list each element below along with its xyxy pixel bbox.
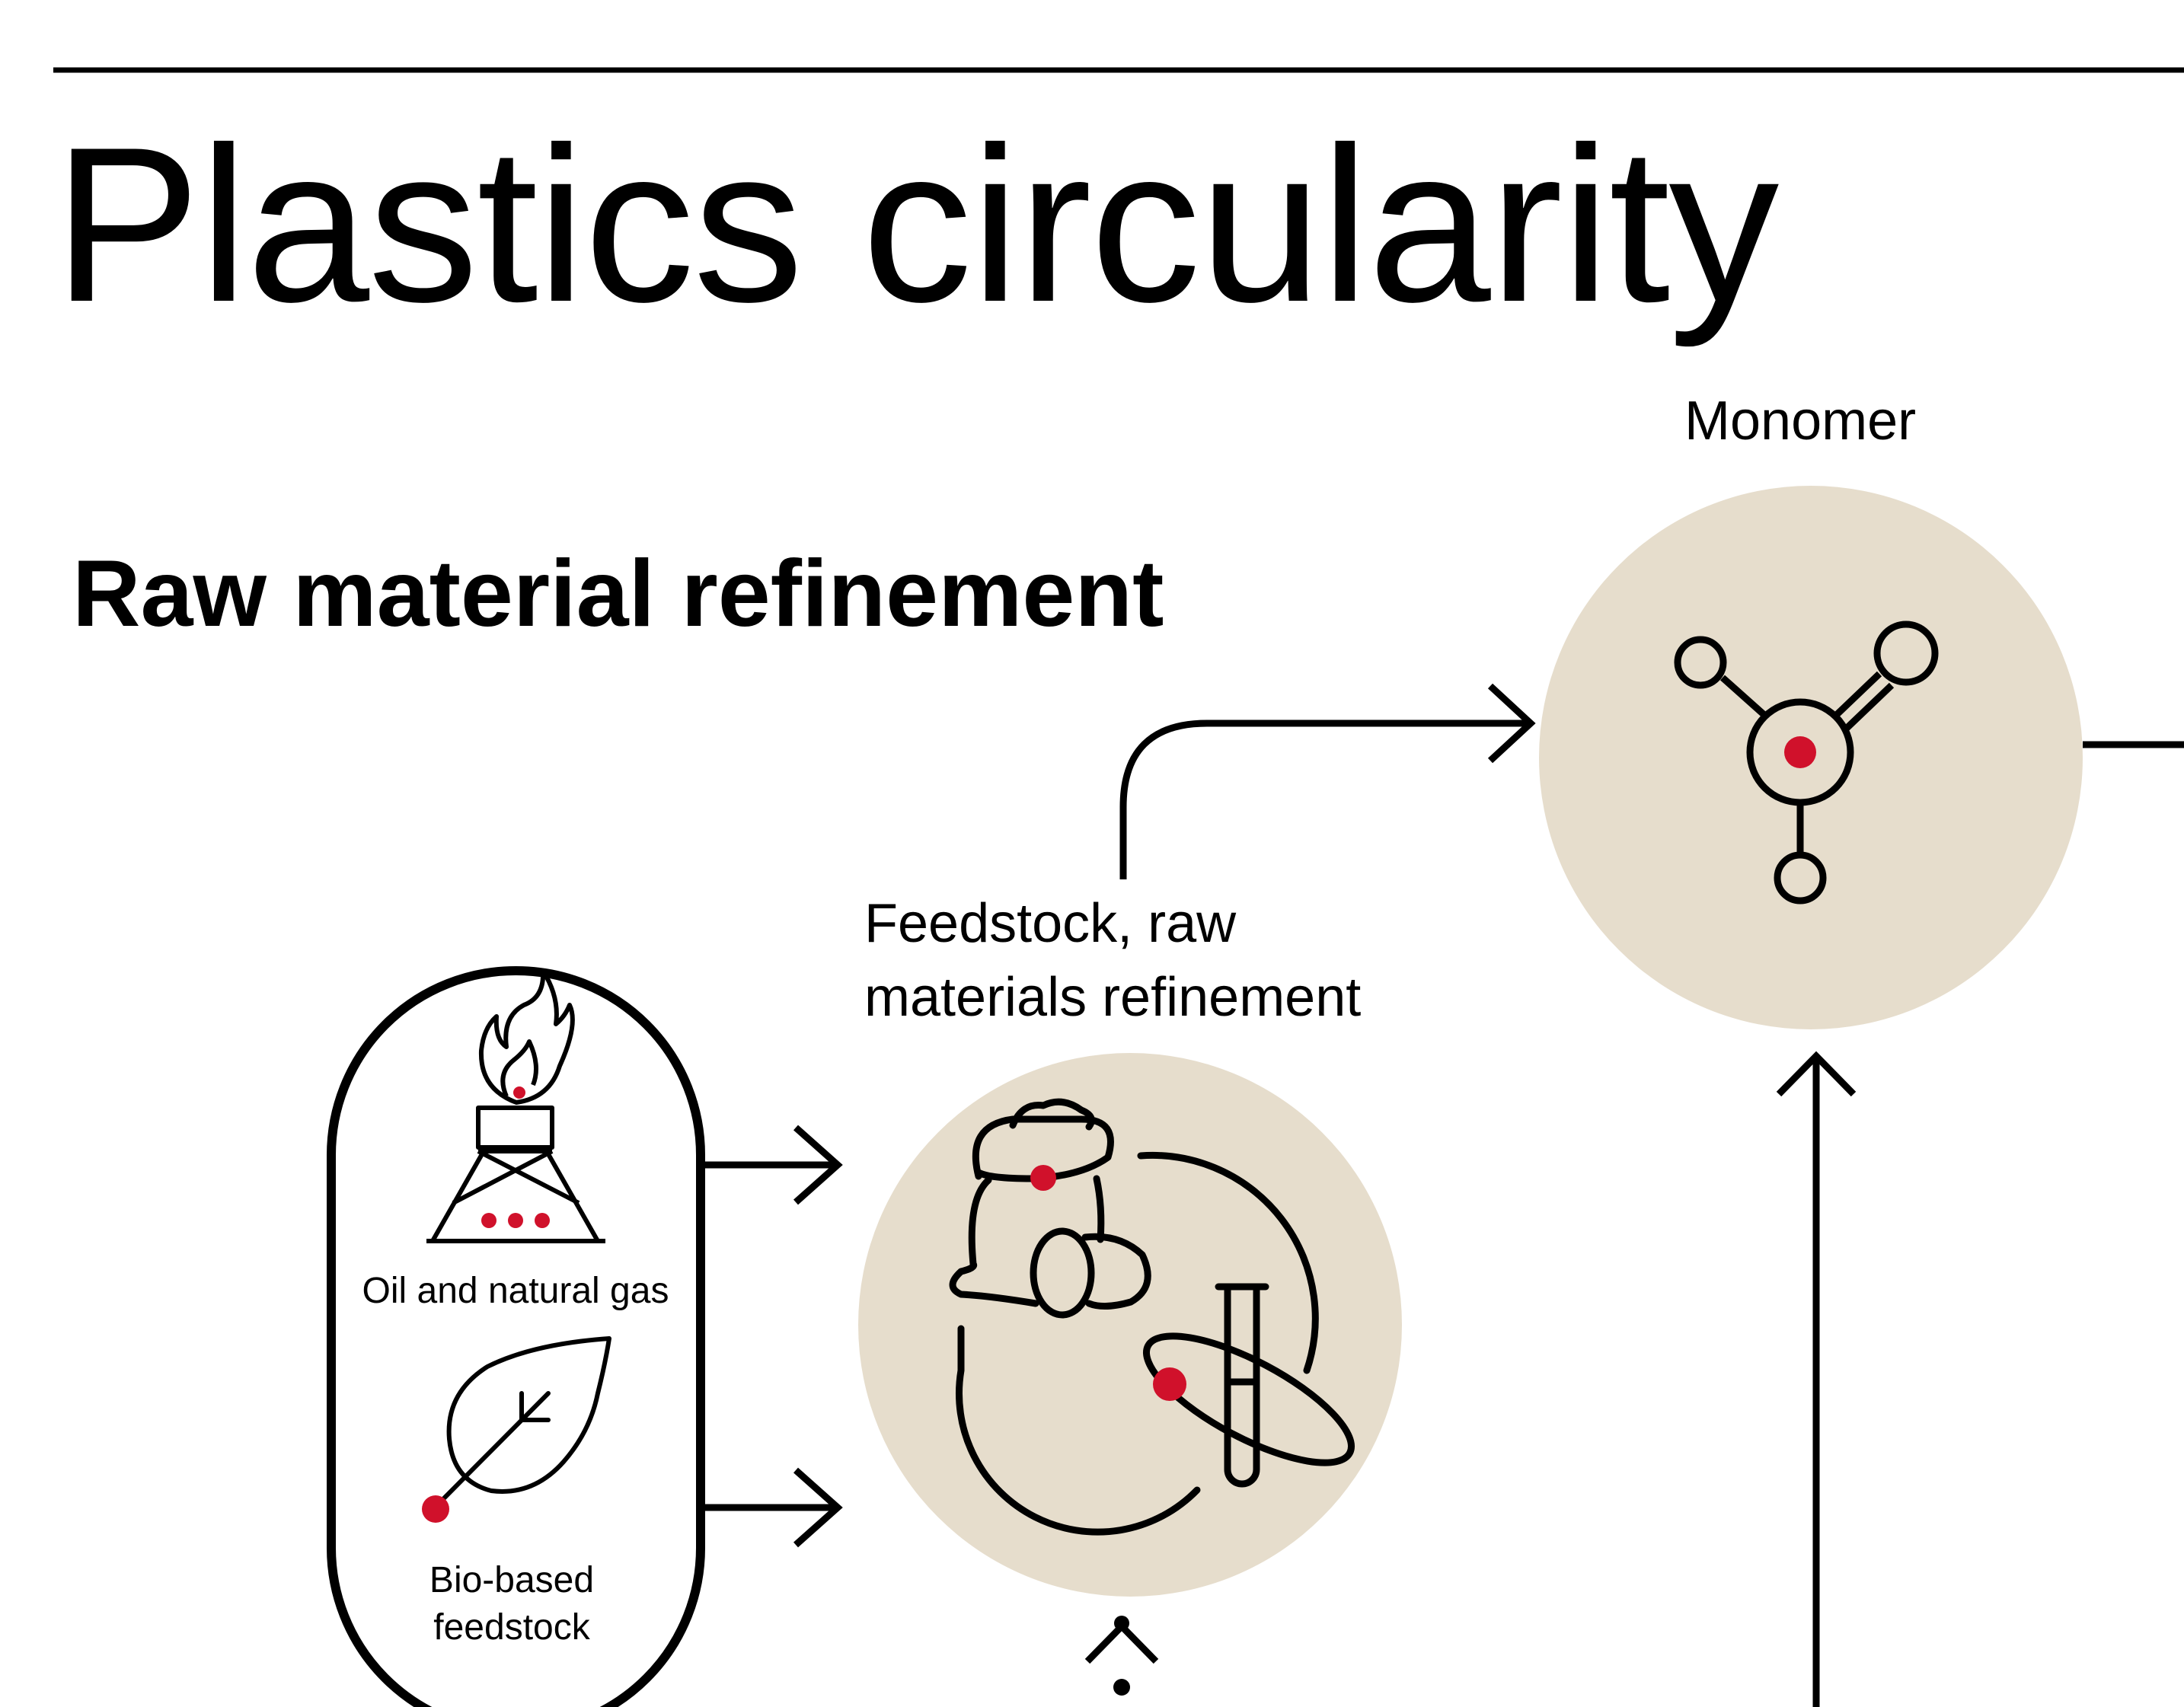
arrow-bio-to-refinement [702, 1467, 843, 1548]
bio-based-label: Bio-based feedstock [352, 1557, 672, 1652]
flame-dot [513, 1086, 525, 1099]
molecule-core-dot [1784, 736, 1816, 768]
feedstock-refinement-label-line2: materials refinement [864, 967, 1362, 1029]
feedstock-refinement-label: Feedstock, raw materials refinement [864, 887, 1361, 1035]
atom-dot [1153, 1367, 1186, 1401]
feedstock-inputs-capsule [327, 966, 705, 1707]
feedstock-refinement-label-line1: Feedstock, raw [864, 893, 1237, 954]
refinement-icon [949, 1098, 1355, 1536]
leaf-dot [422, 1495, 449, 1523]
arrow-refinement-to-monomer [1119, 683, 1536, 879]
feedstock-refinement-circle [858, 1053, 1402, 1597]
flow-dot [1114, 1616, 1129, 1631]
chevron-up-icon [1084, 1621, 1159, 1664]
bio-based-label-line1: Bio-based [429, 1560, 595, 1600]
sack-dot [1030, 1165, 1056, 1191]
section-heading: Raw material refinement [72, 541, 1164, 646]
arrow-oil-to-refinement [702, 1125, 843, 1205]
oil-and-gas-label: Oil and natural gas [362, 1271, 669, 1311]
rig-dot [481, 1213, 497, 1228]
bio-based-label-line2: feedstock [433, 1607, 590, 1648]
page-title: Plastics circularity [53, 101, 1779, 348]
oil-rig-icon [426, 968, 605, 1243]
monomer-label: Monomer [1684, 391, 1917, 451]
rig-dot [508, 1213, 523, 1228]
rig-dot [535, 1213, 550, 1228]
leaf-icon [429, 1336, 611, 1514]
flow-dot [1113, 1679, 1130, 1696]
arrow-into-monomer-from-below [1776, 1051, 1857, 1707]
